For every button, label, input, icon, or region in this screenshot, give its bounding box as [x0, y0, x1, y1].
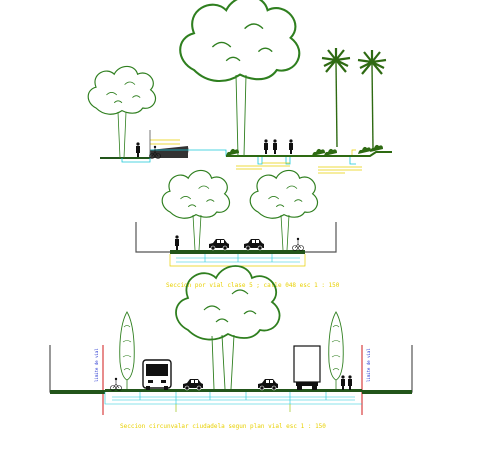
- section-b-street: Seccion por vial clase 5 ; calle 048 esc…: [135, 169, 340, 289]
- bus-icon: [142, 359, 172, 390]
- section-b-caption: Seccion por vial clase 5 ; calle 048 esc…: [166, 282, 340, 289]
- section-c-caption: Seccion circunvalar ciudadela segun plan…: [120, 423, 326, 430]
- truck-icon: [293, 345, 321, 390]
- section-c-limit-left: limite de vial: [94, 348, 99, 382]
- section-a-landscape: [87, 0, 392, 174]
- section-c-avenue: limite de vial limite de vial: [49, 265, 413, 430]
- section-c-limit-right: limite de vial: [366, 348, 371, 382]
